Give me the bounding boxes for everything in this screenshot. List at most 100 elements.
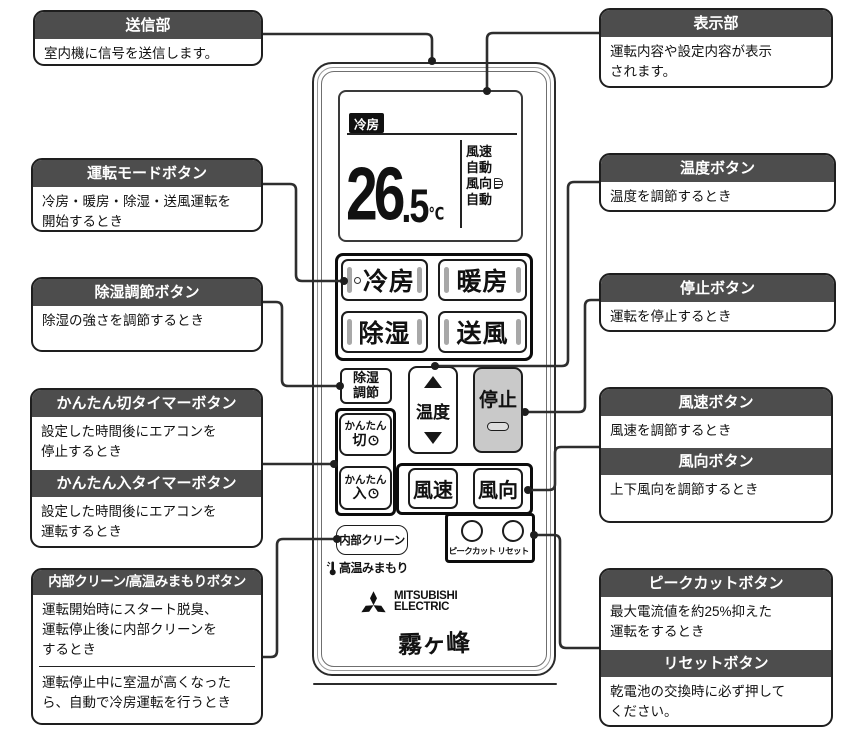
callout-text: 室内機に信号を送信します。 xyxy=(44,46,219,61)
lcd-temp-integer: 26 xyxy=(346,152,405,237)
mitsubishi-logo: MITSUBISHI ELECTRIC xyxy=(360,590,458,614)
callout-title: ピークカットボタン xyxy=(601,570,831,597)
callout-title: 運転モードボタン xyxy=(33,160,261,187)
stop-button[interactable]: 停止 xyxy=(473,367,523,453)
high-temp-watch-label: 高温みまもり xyxy=(326,559,409,576)
fan-mode-button-label: 送風 xyxy=(456,320,509,348)
callout-text: 運転内容や設定内容が表示 xyxy=(610,44,772,59)
callout-title: 風向ボタン xyxy=(601,448,831,476)
brand-line2: ELECTRIC xyxy=(394,601,450,613)
three-diamond-icon xyxy=(361,591,386,613)
reset-button[interactable] xyxy=(502,520,524,542)
callout-text: 停止するとき xyxy=(41,444,122,460)
callout-title: 表示部 xyxy=(601,10,831,37)
peak-cut-label: ピークカット xyxy=(448,546,497,556)
callout-fan-buttons: 風速ボタン 風速を調節するとき 風向ボタン 上下風向を調節するとき xyxy=(599,387,833,523)
callout-text: 設定した時間後にエアコンを xyxy=(41,503,217,519)
kirigamine-logo: 霧ヶ峰 xyxy=(397,627,471,660)
lcd-divider-h xyxy=(347,133,517,135)
callout-temp-button: 温度ボタン 温度を調節するとき xyxy=(599,153,836,212)
heat-button-label: 暖房 xyxy=(456,268,509,296)
fan-speed-label: 風速 xyxy=(413,480,453,502)
callout-text: 運転開始時にスタート脱臭、 xyxy=(42,601,218,617)
callout-display: 表示部 運転内容や設定内容が表示 されます。 xyxy=(599,8,833,88)
timer-on-button[interactable]: かんたん 入 xyxy=(339,466,392,510)
lcd-fan-dir-label: 風向 xyxy=(466,175,493,191)
brand-line1: MITSUBISHI xyxy=(394,590,458,603)
callout-text: 運転停止中に室温が高くなった xyxy=(42,674,231,690)
callout-title: 風速ボタン xyxy=(601,389,831,416)
callout-text: 乾電池の交換時に必ず押して xyxy=(610,683,786,699)
callout-text: 運転停止後に内部クリーンを xyxy=(42,622,217,638)
callout-text: 最大電流値を約25%抑えた xyxy=(610,604,773,619)
remote-base-line xyxy=(313,683,557,685)
dry-button[interactable]: 除湿 xyxy=(341,311,428,353)
cool-button-label: 冷房 xyxy=(362,268,415,296)
temp-down-icon[interactable] xyxy=(424,432,442,444)
callout-title: 停止ボタン xyxy=(601,275,834,302)
cool-led-icon xyxy=(353,276,361,284)
timer-on-label2: 入 xyxy=(352,485,367,502)
callout-clean-watch: 内部クリーン/高温みまもりボタン 運転開始時にスタート脱臭、 運転停止後に内部ク… xyxy=(31,568,263,725)
callout-title: 除湿調節ボタン xyxy=(33,279,261,306)
callout-peakcut-reset: ピークカットボタン 最大電流値を約25%抑えた 運転をするとき リセットボタン … xyxy=(599,568,833,727)
lcd-temp-fraction: .5 xyxy=(401,179,429,234)
stop-indicator-icon xyxy=(487,422,509,431)
fan-speed-button[interactable]: 風速 xyxy=(408,468,458,509)
fan-dir-label: 風向 xyxy=(478,480,518,502)
callout-mode-buttons: 運転モードボタン 冷房・暖房・除湿・送風運転を 開始するとき xyxy=(31,158,263,232)
callout-title: 送信部 xyxy=(35,12,261,39)
clean-button[interactable]: 内部クリーン xyxy=(336,525,408,555)
dry-button-label: 除湿 xyxy=(358,320,411,348)
callout-text: 風速を調節するとき xyxy=(610,423,732,438)
stop-button-label: 停止 xyxy=(478,390,517,411)
timer-off-label2: 切 xyxy=(352,431,367,448)
lcd-mode-badge: 冷房 xyxy=(349,113,384,133)
lcd-fan-speed-label: 風速 xyxy=(466,144,493,159)
callout-text: 上下風向を調節するとき xyxy=(610,482,759,498)
lcd-divider-v xyxy=(460,140,462,228)
callout-dehumid-adjust: 除湿調節ボタン 除湿の強さを調節するとき xyxy=(31,277,263,352)
callout-text: 運転をするとき xyxy=(610,624,705,640)
clock-icon xyxy=(367,435,379,446)
callout-text: 開始するとき xyxy=(42,214,123,230)
heat-button[interactable]: 暖房 xyxy=(438,259,527,301)
lcd-fan-dir-value: 自動 xyxy=(466,191,493,207)
reset-label: リセット xyxy=(497,546,529,556)
callout-text: 運転するとき xyxy=(41,523,122,539)
louver-icon xyxy=(494,178,504,190)
callout-text: されます。 xyxy=(610,64,677,80)
dehumid-adjust-label: 除湿 xyxy=(352,370,379,386)
divider xyxy=(39,665,255,667)
callout-text: 設定した時間後にエアコンを xyxy=(41,424,217,439)
callout-title: リセットボタン xyxy=(601,649,831,677)
peak-cut-button[interactable] xyxy=(461,520,483,542)
lcd-status-column: 風速 自動 風向 自動 xyxy=(466,144,504,207)
callout-text: 温度を調節するとき xyxy=(610,189,732,204)
lcd-temp-unit: ℃ xyxy=(428,203,445,224)
temp-up-icon[interactable] xyxy=(424,376,442,388)
callout-text: 冷房・暖房・除湿・送風運転を xyxy=(42,194,231,209)
callout-transmitter: 送信部 室内機に信号を送信します。 xyxy=(33,10,263,66)
timer-off-label: かんたん xyxy=(344,420,387,433)
callout-title: 内部クリーン/高温みまもりボタン xyxy=(33,570,261,595)
clock-icon xyxy=(367,488,379,499)
lcd-temperature: 26 .5 ℃ xyxy=(346,115,460,237)
callout-text: ください。 xyxy=(610,703,678,719)
callout-text: 除湿の強さを調節するとき xyxy=(42,313,204,328)
cool-button[interactable]: 冷房 xyxy=(341,259,428,301)
callout-timer-buttons: かんたん切タイマーボタン 設定した時間後にエアコンを 停止するとき かんたん入タ… xyxy=(30,388,263,548)
fan-mode-button[interactable]: 送風 xyxy=(438,311,527,353)
dehumid-adjust-button[interactable]: 除湿 調節 xyxy=(340,368,392,404)
callout-text: 運転を停止するとき xyxy=(610,309,732,324)
temp-rocker[interactable]: 温度 xyxy=(408,366,458,454)
clean-button-label: 内部クリーン xyxy=(339,535,405,547)
callout-stop-button: 停止ボタン 運転を停止するとき xyxy=(599,273,836,332)
callout-text: するとき xyxy=(42,642,96,658)
callout-text: ら、自動で冷房運転を行うとき xyxy=(42,694,231,710)
fan-dir-button[interactable]: 風向 xyxy=(473,468,523,509)
callout-title: かんたん切タイマーボタン xyxy=(32,390,261,417)
dehumid-adjust-label: 調節 xyxy=(352,385,379,400)
timer-off-button[interactable]: かんたん 切 xyxy=(339,413,392,456)
